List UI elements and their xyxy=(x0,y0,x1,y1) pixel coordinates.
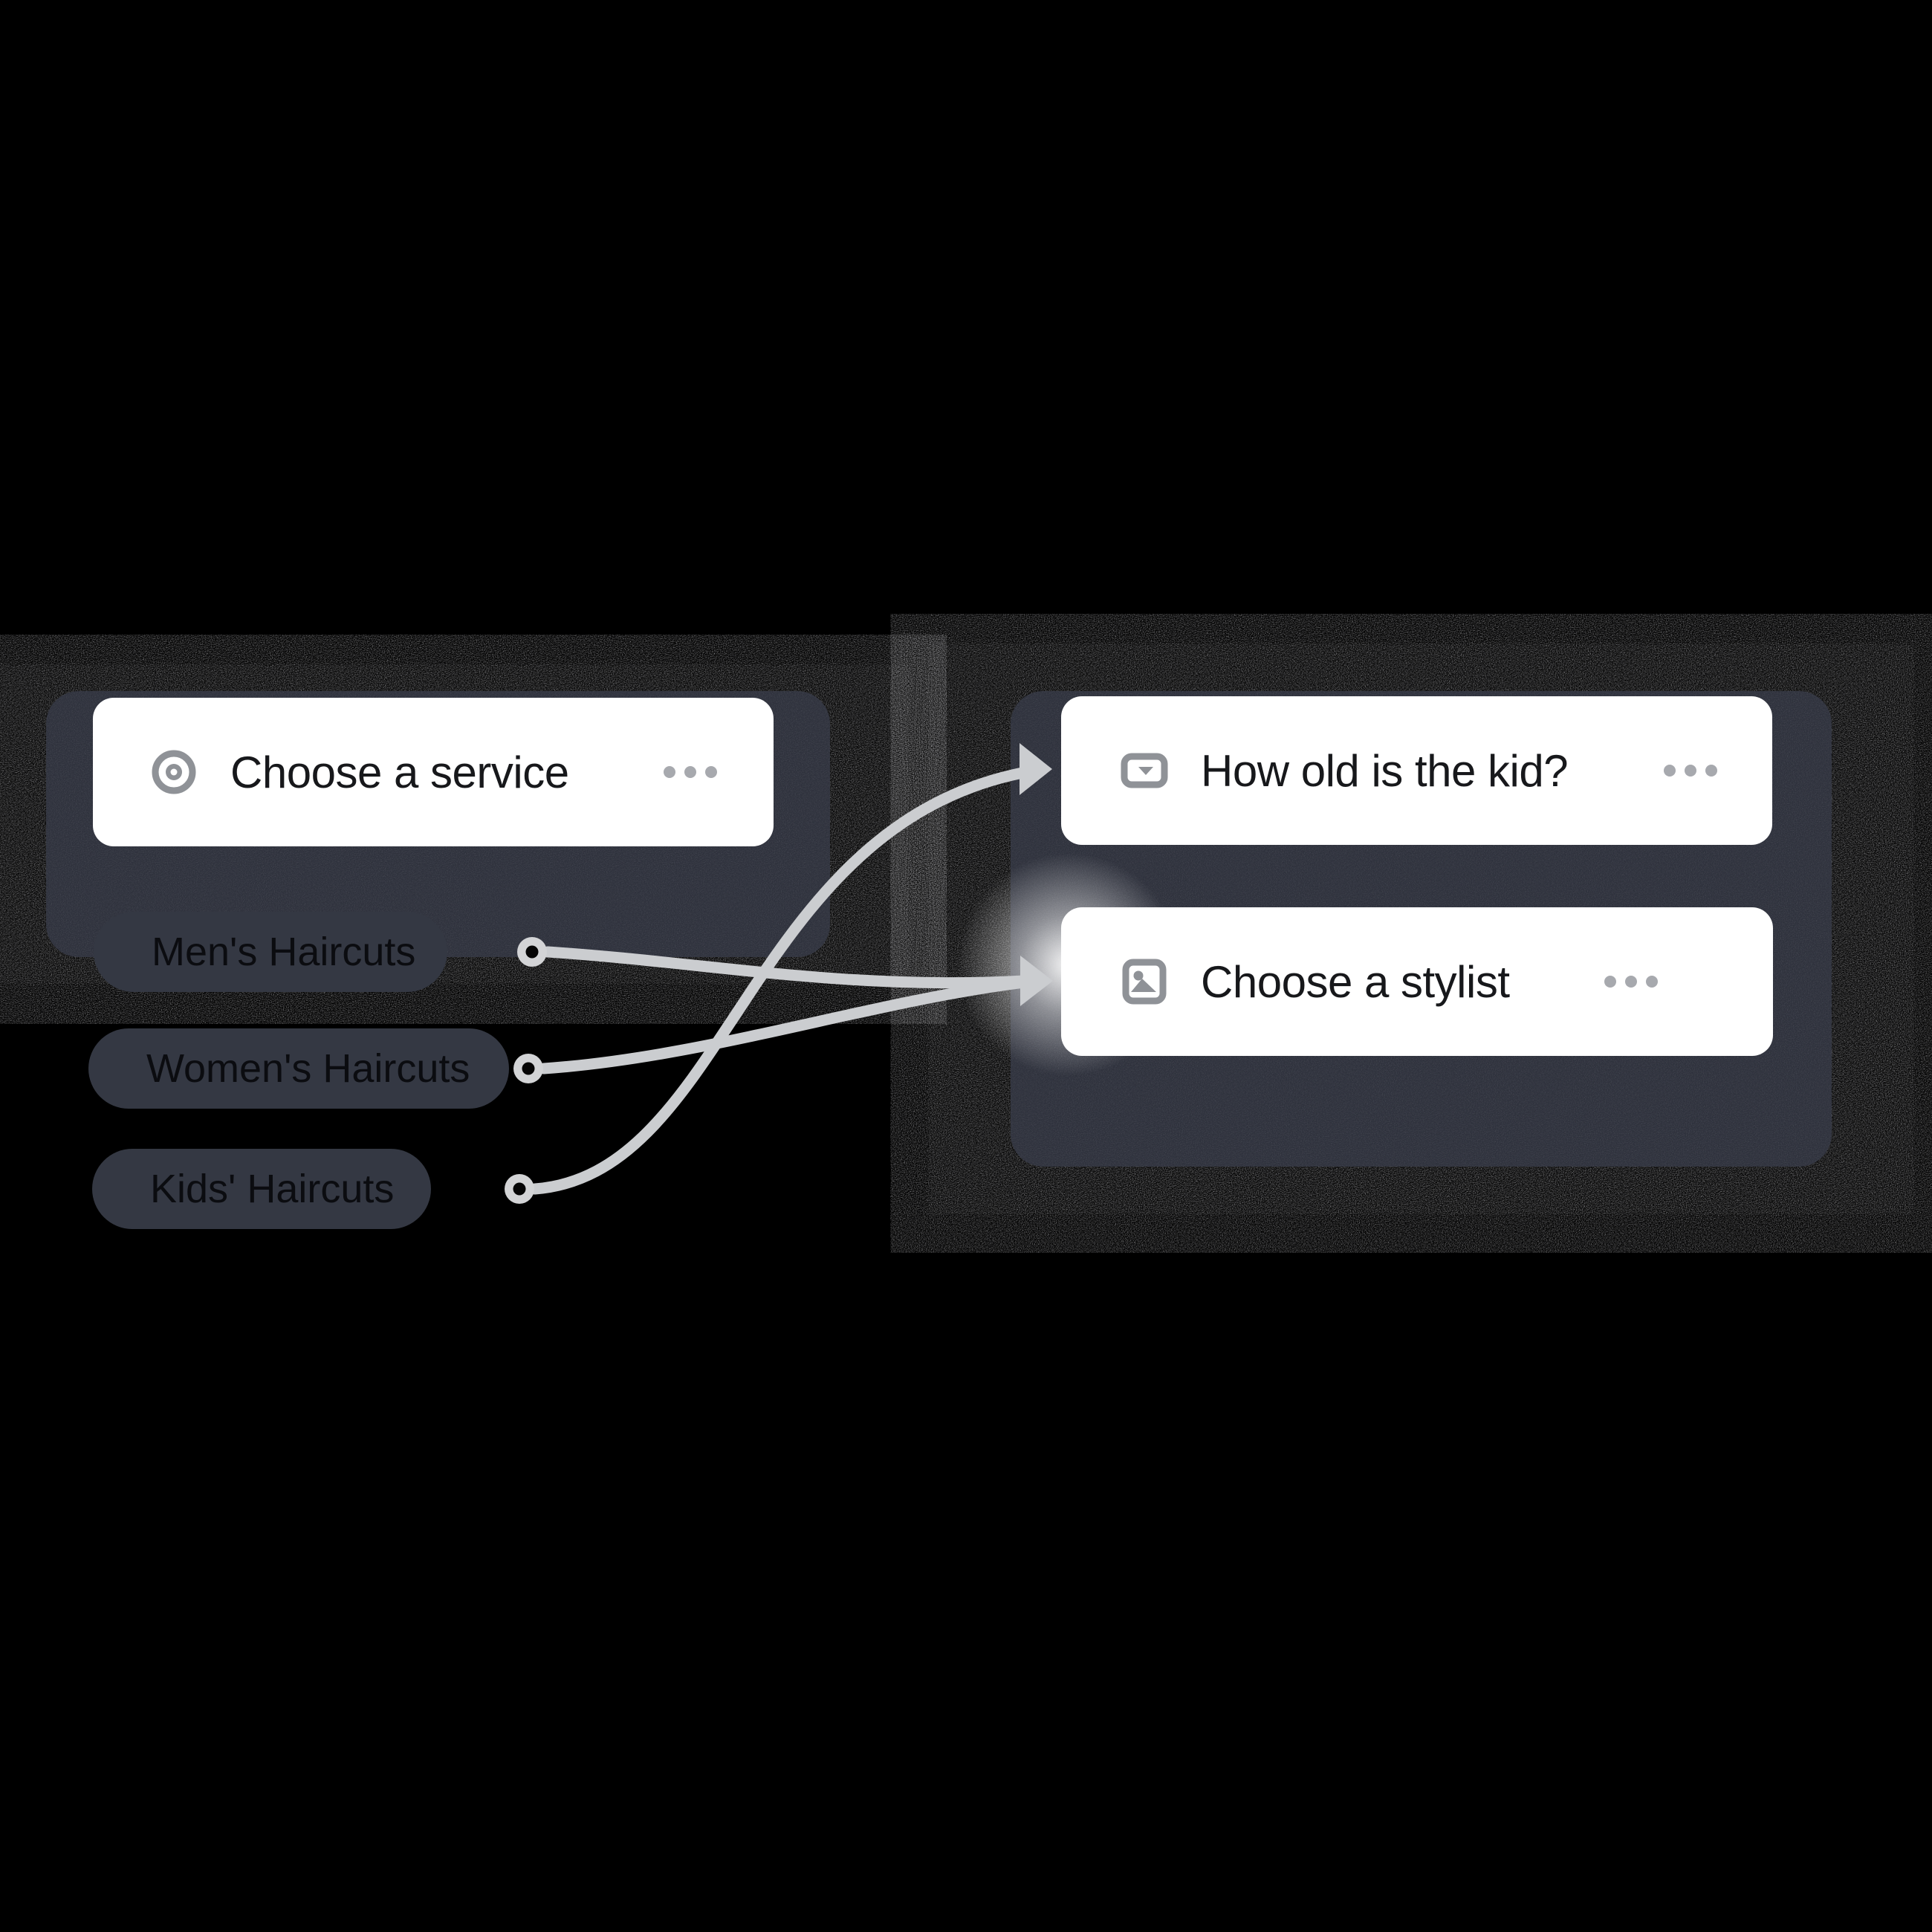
port-kids-haircuts[interactable] xyxy=(505,1174,534,1204)
service-node-card[interactable]: Choose a service xyxy=(93,698,774,846)
port-mens-haircuts[interactable] xyxy=(517,937,547,967)
arrowhead-into-question-card xyxy=(1020,743,1052,795)
ellipsis-icon xyxy=(1625,976,1637,988)
arrowhead-into-stylist-card xyxy=(1020,956,1053,1006)
connector-kids-to-question[interactable] xyxy=(529,767,1028,1195)
ellipsis-icon xyxy=(1705,765,1717,777)
ellipsis-icon xyxy=(684,766,696,778)
service-node-menu-button[interactable] xyxy=(664,766,717,778)
stylist-node-menu-button[interactable] xyxy=(1604,976,1658,988)
connector-mens-to-stylist[interactable] xyxy=(542,946,1030,989)
service-node-title: Choose a service xyxy=(230,747,569,797)
option-pill-kids-haircuts[interactable]: Kids' Haircuts xyxy=(92,1149,431,1229)
port-womens-haircuts[interactable] xyxy=(513,1054,543,1083)
option-label: Kids' Haircuts xyxy=(150,1167,395,1211)
option-pill-womens-haircuts[interactable]: Women's Haircuts xyxy=(88,1028,509,1109)
question-node-menu-button[interactable] xyxy=(1664,765,1717,777)
ellipsis-icon xyxy=(1646,976,1658,988)
ellipsis-icon xyxy=(664,766,675,778)
dropdown-field-icon xyxy=(1121,753,1168,788)
option-label: Women's Haircuts xyxy=(146,1046,470,1091)
ellipsis-icon xyxy=(1604,976,1616,988)
ellipsis-icon xyxy=(705,766,717,778)
question-node-title: How old is the kid? xyxy=(1201,745,1569,796)
option-pill-mens-haircuts[interactable]: Men's Haircuts xyxy=(94,912,447,992)
image-icon xyxy=(1122,959,1167,1005)
stylist-node-title: Choose a stylist xyxy=(1201,956,1510,1007)
question-node-card[interactable]: How old is the kid? xyxy=(1061,696,1772,845)
connector-womens-to-stylist[interactable] xyxy=(538,976,1030,1074)
stylist-node-card[interactable]: Choose a stylist xyxy=(1061,907,1773,1056)
ellipsis-icon xyxy=(1664,765,1676,777)
target-icon xyxy=(152,750,196,794)
ellipsis-icon xyxy=(1685,765,1696,777)
option-label: Men's Haircuts xyxy=(152,930,416,974)
